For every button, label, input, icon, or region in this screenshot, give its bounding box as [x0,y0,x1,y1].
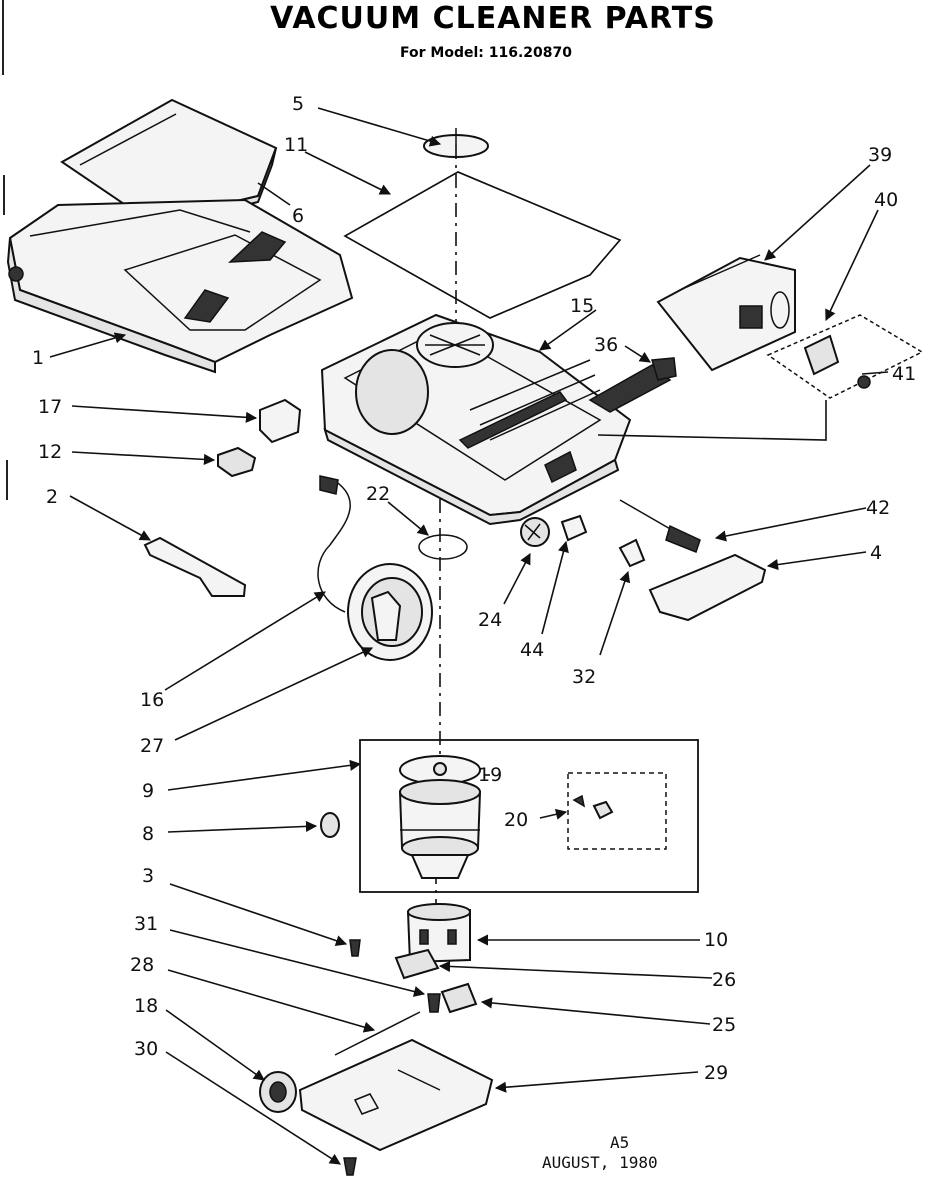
part-36-cord-connector [588,357,677,413]
label-2: 2 [46,486,58,508]
label-12: 12 [38,441,62,463]
part-8-grommet [320,812,340,838]
part-42-cord-plug [619,499,701,553]
label-6: 6 [292,205,304,227]
label-32: 32 [572,666,596,688]
part-31-screw [427,993,441,1013]
model-subtitle: For Model: 116.20870 [400,45,572,61]
footer-code: A5 [610,1133,629,1152]
label-20: 20 [504,809,528,831]
label-17: 17 [38,396,62,418]
label-36: 36 [594,334,618,356]
label-8: 8 [142,823,154,845]
part-11-gasket [343,171,622,319]
motor-body [398,779,482,879]
part-20-inset-box [567,772,667,850]
part-22-ring [418,534,468,560]
part-9-motor-box [359,739,699,893]
label-27: 27 [140,735,164,757]
part-16-cord-reel [317,475,433,661]
label-31: 31 [134,913,158,935]
part-15-base-housing [320,313,632,526]
part-25-bracket [440,982,478,1014]
label-26: 26 [712,969,736,991]
part-17-switch [259,398,302,444]
part-4-handle [648,553,767,622]
label-9: 9 [142,780,154,802]
label-44: 44 [520,639,544,661]
label-30: 30 [134,1038,158,1060]
label-25: 25 [712,1014,736,1036]
part-10-motor-mount [406,903,471,964]
part-29-bottom-plate [298,1038,494,1152]
label-39: 39 [868,144,892,166]
label-15: 15 [570,295,594,317]
leader-lines [49,107,889,1165]
footer-date: AUGUST, 1980 [542,1153,658,1172]
label-11: 11 [284,134,308,156]
page-title: VACUUM CLEANER PARTS [270,1,716,36]
label-29: 29 [704,1062,728,1084]
part-28-axle [334,1011,421,1056]
label-22: 22 [366,483,390,505]
part-44-latch [560,514,588,542]
label-18: 18 [134,995,158,1017]
part-12-block [217,446,257,478]
label-24: 24 [478,609,502,631]
label-16: 16 [140,689,164,711]
label-19: 19 [478,764,502,786]
label-4: 4 [870,542,882,564]
part-39-bag-holder [656,254,796,372]
label-28: 28 [130,954,154,976]
part-40-41-clip-group [766,314,924,399]
part-26-bracket [394,948,440,980]
part-32-clip [618,538,646,568]
part-1-upper-housing [6,198,354,374]
part-labels: 5 11 6 1 39 40 41 15 36 17 12 2 22 42 4 … [32,93,916,1084]
part-18-wheel [259,1071,297,1113]
label-42: 42 [866,497,890,519]
part-2-bracket [143,536,247,597]
part-30-screw [343,1157,357,1176]
label-40: 40 [874,189,898,211]
label-1: 1 [32,347,44,369]
label-10: 10 [704,929,728,951]
label-41: 41 [892,363,916,385]
part-24-knob [520,517,550,547]
part-3-screw [349,939,361,957]
label-5: 5 [292,93,304,115]
label-3: 3 [142,865,154,887]
